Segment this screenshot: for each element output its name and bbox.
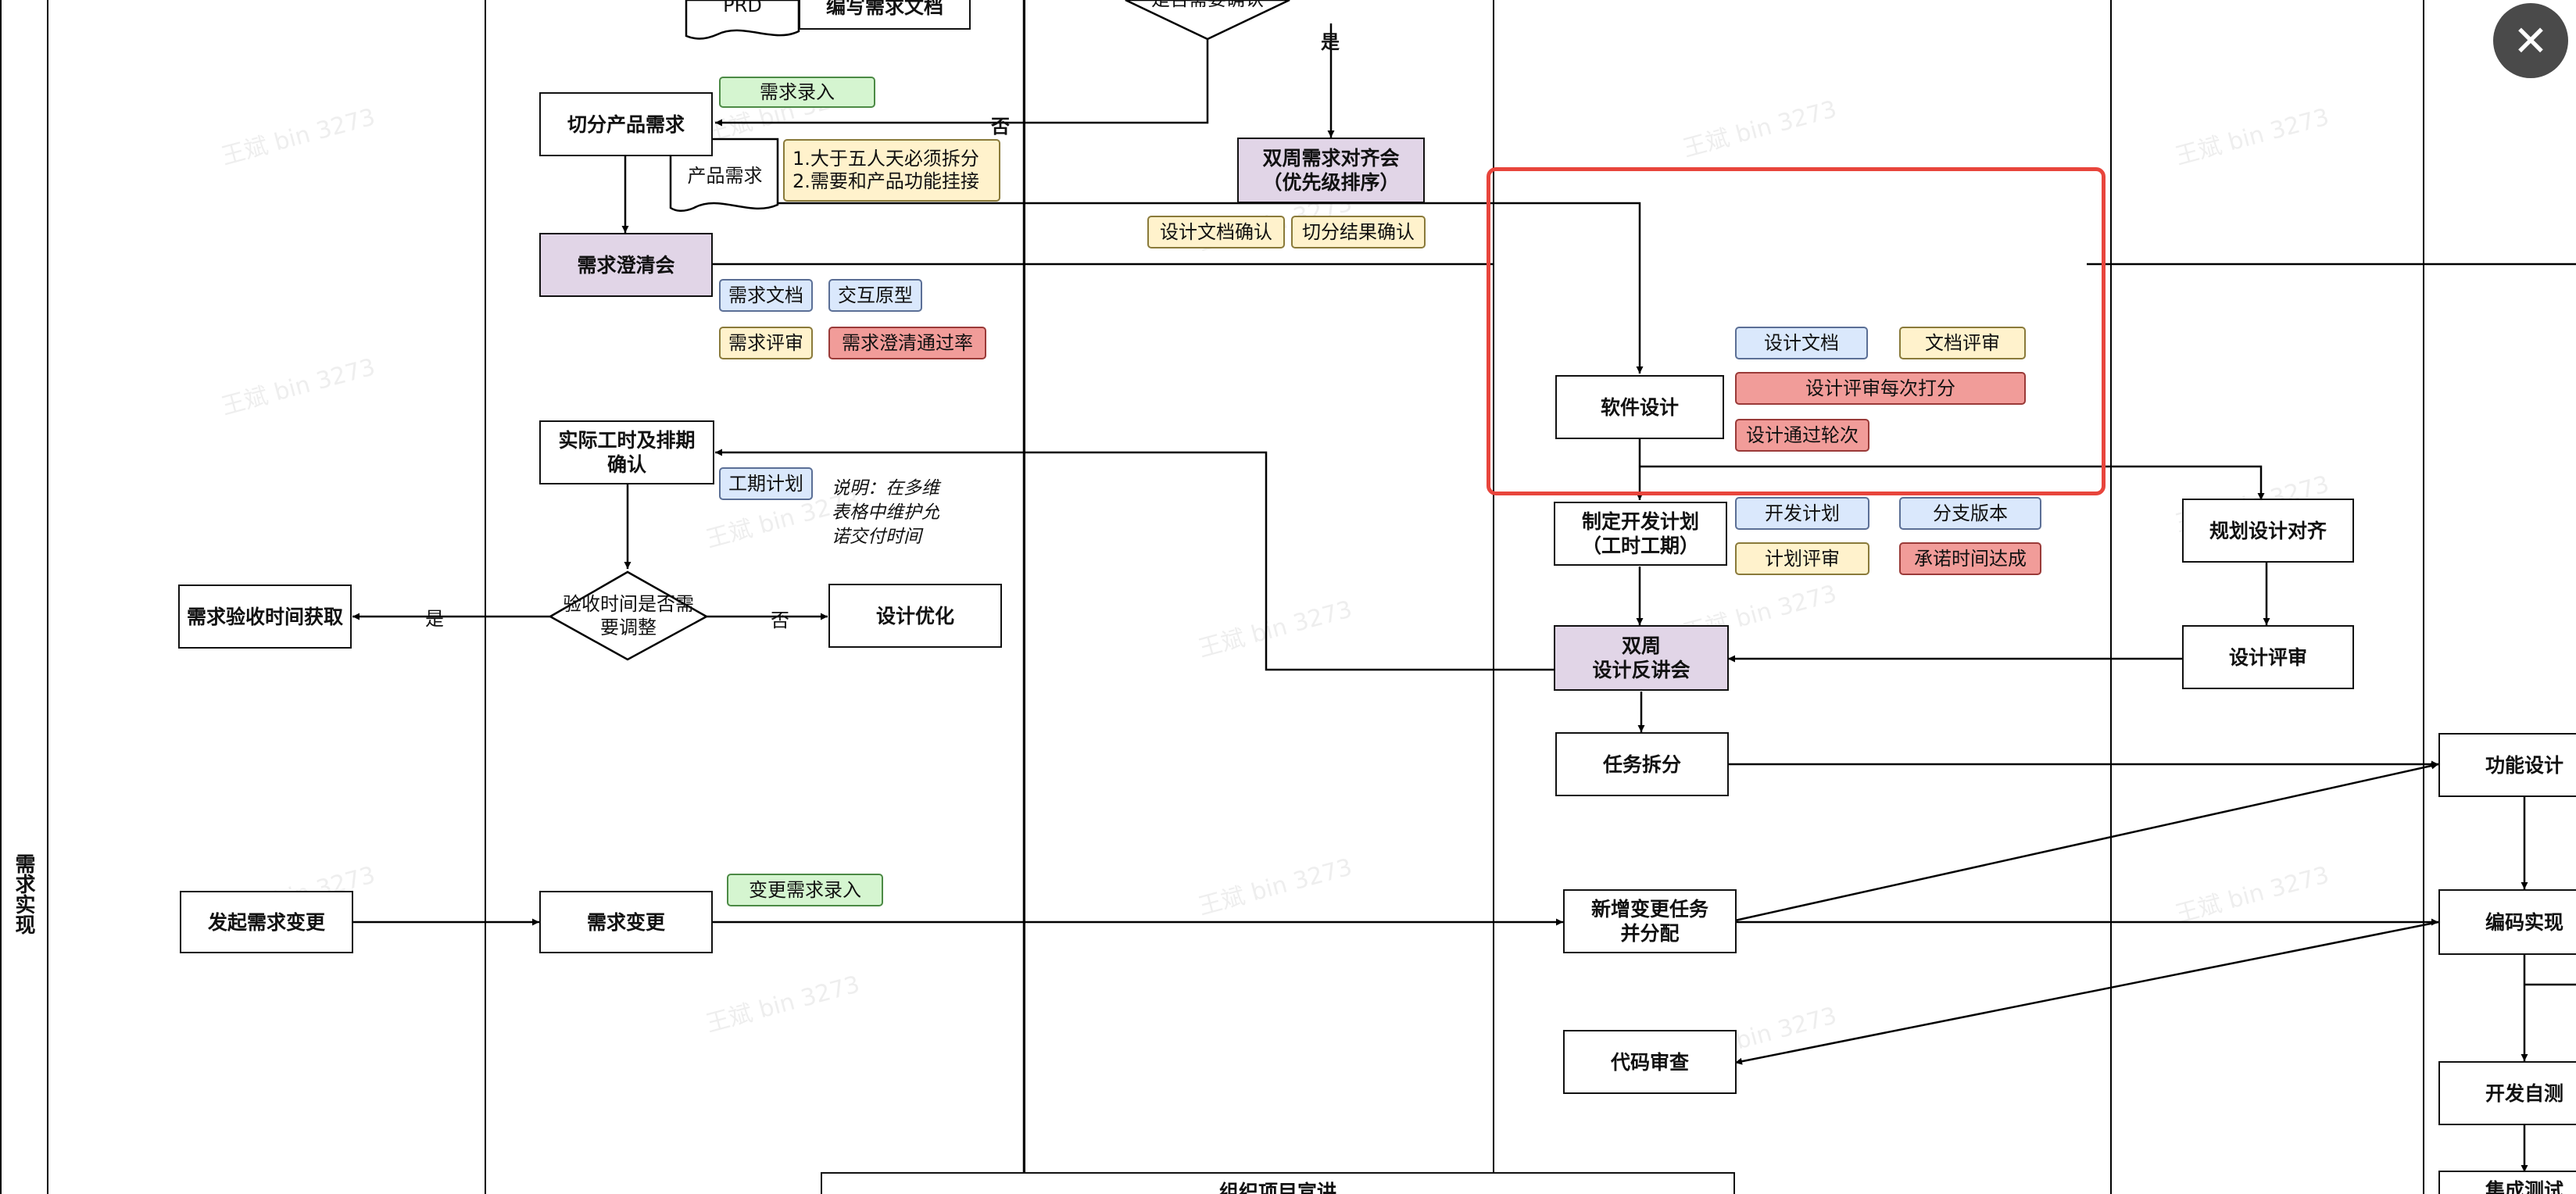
edge-label-yes-top: 是 [1321,31,1340,53]
lane-title: 需求实现 [12,853,35,935]
lane-divider [2110,0,2112,1194]
tag-split-rule: 1.大于五人天必须拆分 2.需要和产品功能挂接 [783,139,1000,202]
req-change-box[interactable]: 需求变更 [539,891,713,953]
tag-design-doc: 设计文档 [1735,327,1868,359]
lane-divider [2423,0,2424,1194]
accept-time-box[interactable]: 需求验收时间获取 [178,584,352,649]
tag-split-result-confirm: 切分结果确认 [1291,216,1426,248]
code-review-box[interactable]: 代码审查 [1563,1030,1737,1094]
bottom-box[interactable]: 组织项目宣讲 [821,1172,1735,1194]
tag-req-entry: 需求录入 [719,77,875,108]
tag-design-score: 设计评审每次打分 [1735,372,2026,405]
edge-design-to-plan-align [1640,465,2265,500]
software-design-box[interactable]: 软件设计 [1555,375,1724,439]
prd-doc-shape [685,0,800,40]
tag-schedule: 工期计划 [719,467,813,500]
edge-label-yes-left: 是 [425,608,444,630]
close-icon: ✕ [2513,16,2549,66]
edge-decision-to-split [715,39,1209,127]
tag-doc-review: 文档评审 [1899,327,2026,359]
tag-design-doc-confirm: 设计文档确认 [1147,216,1285,248]
prod-req-doc-label: 产品需求 [687,165,763,187]
tag-design-pass-rounds: 设计通过轮次 [1735,419,1869,452]
func-design-box[interactable]: 功能设计 [2438,733,2576,797]
coding-box[interactable]: 编码实现 [2438,889,2576,955]
edge-coding-to-codereview [1734,921,2439,1065]
biweekly-align-meeting-box[interactable]: 双周需求对齐会 （优先级排序） [1237,138,1425,203]
actual-hours-box[interactable]: 实际工时及排期 确认 [539,420,714,484]
decision-top-shape [1125,0,1290,41]
split-req-box[interactable]: 切分产品需求 [539,92,713,156]
tag-promise-rate: 承诺时间达成 [1899,542,2041,575]
tag-req-review: 需求评审 [719,327,813,359]
highlight-frame [1487,167,2106,495]
edge-newtask-to-funcdesign [1734,762,2439,922]
lane-divider [1493,0,1494,1194]
edge-prd-to-design [778,202,1644,374]
tag-dev-plan: 开发计划 [1735,497,1869,530]
schedule-note: 说明：在多维 表格中维护允 诺交付时间 [832,478,939,547]
prd-doc-label: PRD [723,0,762,16]
decision-accept-shape [548,570,709,661]
bottom-right-box[interactable]: 集成测试 [2438,1171,2576,1194]
decision-top-label: 是否需要确认 [1125,0,1290,11]
lane-divider [485,0,486,1194]
self-test-box[interactable]: 开发自测 [2438,1061,2576,1125]
plan-design-align-box[interactable]: 规划设计对齐 [2182,499,2354,563]
lane-divider [47,0,48,1194]
decision-accept-label: 验收时间是否需 要调整 [563,593,694,638]
dev-plan-box[interactable]: 制定开发计划 （工时工期） [1554,502,1727,566]
tag-plan-review: 计划评审 [1735,542,1869,575]
task-split-box[interactable]: 任务拆分 [1555,732,1729,796]
tag-prototype: 交互原型 [828,279,922,312]
tag-req-doc: 需求文档 [719,279,813,312]
new-change-task-box[interactable]: 新增变更任务 并分配 [1563,889,1737,953]
tag-change-entry: 变更需求录入 [727,874,883,906]
start-change-box[interactable]: 发起需求变更 [180,891,353,953]
biweekly-review-meeting-box[interactable]: 双周 设计反讲会 [1554,625,1729,691]
edge-label-no-right: 否 [771,610,789,631]
edge-review-to-hours [715,449,1554,671]
design-opt-box[interactable]: 设计优化 [828,584,1002,648]
req-clarify-meeting-box[interactable]: 需求澄清会 [539,233,713,297]
design-review-box[interactable]: 设计评审 [2182,625,2354,689]
lane-divider [0,0,2,1194]
prod-req-doc-shape [669,138,779,212]
write-req-doc-box: 编写需求文档 [799,0,971,30]
tag-clarify-pass-rate: 需求澄清通过率 [828,327,986,359]
edge-label-no-split: 否 [991,116,1010,138]
close-button[interactable]: ✕ [2493,3,2568,78]
tag-branch-version: 分支版本 [1899,497,2041,530]
